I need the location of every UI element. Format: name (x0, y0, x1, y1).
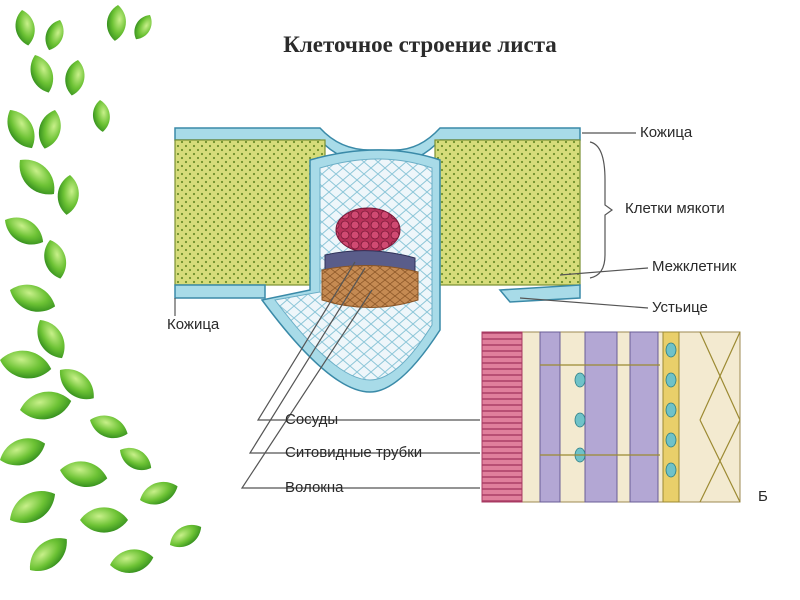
label-panel-letter: Б (758, 488, 768, 505)
mesophyll-left (174, 139, 326, 286)
vessel-pink-band (481, 331, 523, 503)
label-intercellular-space: Межклетник (652, 258, 737, 275)
label-epidermis-bottom: Кожица (167, 316, 220, 333)
sieve-tube-1 (539, 331, 561, 503)
lower-epidermis (174, 284, 581, 303)
label-fibers: Волокна (285, 479, 344, 496)
vascular-bundle (260, 149, 441, 393)
page-title: Клеточное строение листа (283, 32, 557, 57)
mesophyll-right (434, 139, 581, 286)
sieve-tube-2 (584, 331, 618, 503)
label-sieve-tubes: Ситовидные трубки (285, 444, 423, 461)
label-vessels: Сосуды (285, 411, 339, 428)
sieve-tube-3 (629, 331, 659, 503)
label-mesophyll: Клетки мякоти (625, 200, 725, 217)
longitudinal-section-panel (481, 331, 741, 503)
label-epidermis-top: Кожица (640, 124, 693, 141)
label-stomata: Устьице (652, 299, 708, 316)
